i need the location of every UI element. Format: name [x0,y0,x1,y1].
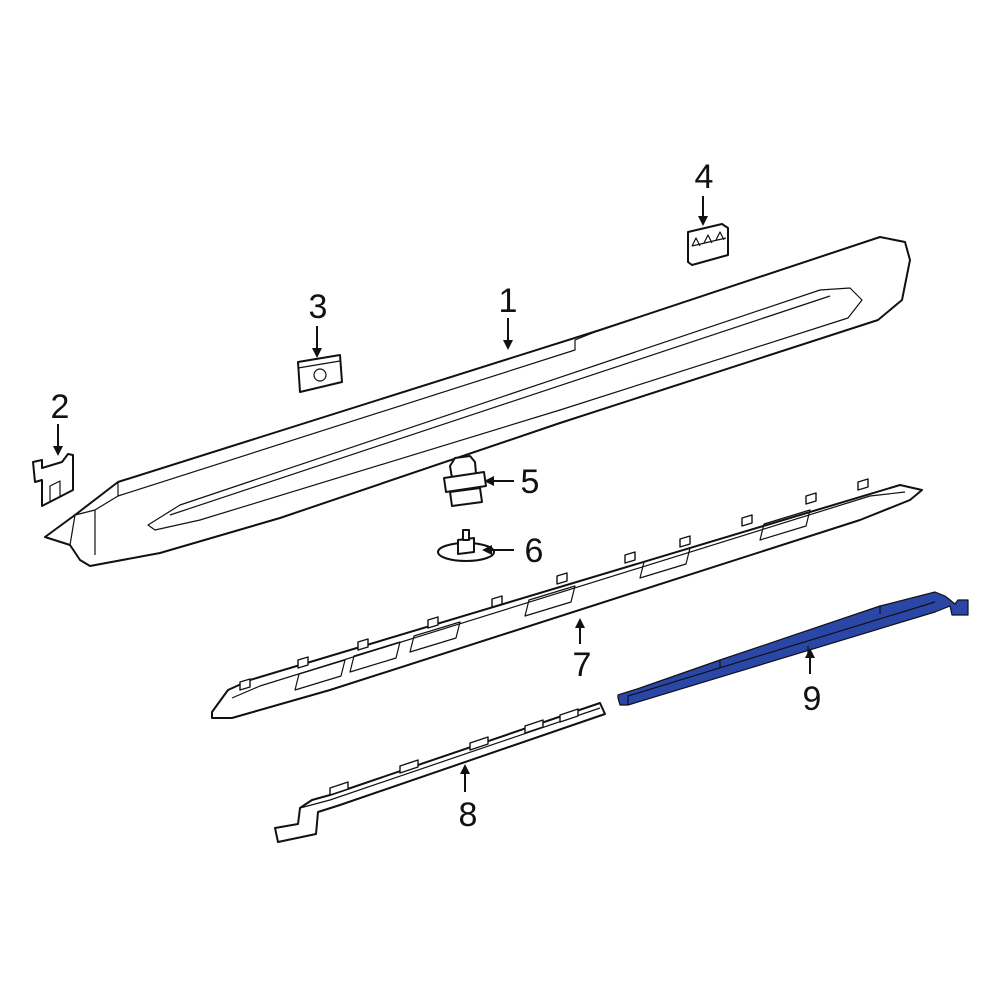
callout-6[interactable]: 6 [482,532,543,570]
rocker-molding-top-flange [117,329,601,497]
clip-tab [239,678,251,691]
push-retainer-base [449,487,483,507]
rocker-molding-body [44,236,911,567]
lower-molding-edge [231,491,906,699]
callout-5-number: 5 [521,463,540,501]
inner-strip-tabs [329,708,579,796]
part-6-stud[interactable] [437,529,495,562]
highlighted-strip-edge [627,601,936,705]
molding-window [409,621,461,653]
callout-4[interactable]: 4 [695,158,714,226]
callout-6-arrowhead [482,545,492,555]
rocker-molding-end-pocket [69,495,119,555]
part-2-bracket[interactable] [32,453,74,507]
stud-pin [462,529,470,541]
nut-clip-body [297,354,343,393]
clip-tab [297,656,309,669]
callout-3[interactable]: 3 [309,288,328,358]
strip-tab [399,759,419,774]
inner-strip-body [274,702,606,843]
callout-2-number: 2 [51,388,70,426]
strip-tab [524,719,544,734]
lower-molding-windows [294,509,811,691]
molding-window [294,659,346,691]
molding-window [349,641,401,673]
strip-tab [559,708,579,723]
part-4-retainer-clip[interactable] [687,223,729,266]
molding-window [524,585,576,617]
callout-9-number: 9 [803,680,822,718]
callout-7-arrowhead [575,618,585,628]
highlighted-strip-body [617,591,969,706]
part-1-rocker-molding[interactable] [44,236,911,567]
callout-1[interactable]: 1 [499,282,518,350]
callout-2-arrowhead [53,446,63,456]
strip-tab [329,781,349,796]
callout-8-arrowhead [460,764,470,774]
bracket-body [32,453,74,507]
molding-window [639,547,691,579]
callout-1-number: 1 [499,282,518,320]
callout-1-arrowhead [503,340,513,350]
strip-tab [469,736,489,751]
callout-3-number: 3 [309,288,328,326]
clip-tab [624,551,636,564]
callout-2[interactable]: 2 [51,388,70,456]
part-5-push-retainer[interactable] [443,455,487,507]
callout-7[interactable]: 7 [573,618,592,684]
part-9-highlighted-strip[interactable] [617,591,969,706]
callout-4-number: 4 [695,158,714,196]
callout-3-arrowhead [312,348,322,358]
part-7-lower-molding[interactable] [211,478,923,719]
bracket-slot [49,480,61,503]
retainer-clip-body [687,223,729,266]
callout-9[interactable]: 9 [803,648,822,718]
callout-8[interactable]: 8 [459,764,478,834]
part-3-nut-clip[interactable] [297,354,343,393]
inner-strip-top-edge [299,707,601,809]
clip-tab [679,535,691,548]
callout-7-number: 7 [573,646,592,684]
molding-window [759,509,811,541]
retainer-clip-tabs [691,231,727,247]
nut-clip-edge [297,360,341,369]
clip-tab [556,572,568,585]
clip-tab [427,616,439,629]
callout-4-arrowhead [698,216,708,226]
rocker-molding-groove [169,295,831,516]
nut-clip-hole [313,368,327,382]
clip-tab [357,638,369,651]
clip-tab [857,478,869,491]
clip-tab [491,595,503,608]
callout-5[interactable]: 5 [484,463,539,501]
callout-8-number: 8 [459,796,478,834]
callout-6-number: 6 [525,532,544,570]
clip-tab [741,514,753,527]
rocker-molding-inner-panel [147,287,863,531]
callout-5-arrowhead [484,476,494,486]
clip-tab [805,492,817,505]
part-8-inner-strip[interactable] [274,702,606,843]
push-retainer-collar [443,471,487,493]
callout-9-arrowhead [805,648,815,658]
lower-molding-clip-tabs [239,478,869,691]
